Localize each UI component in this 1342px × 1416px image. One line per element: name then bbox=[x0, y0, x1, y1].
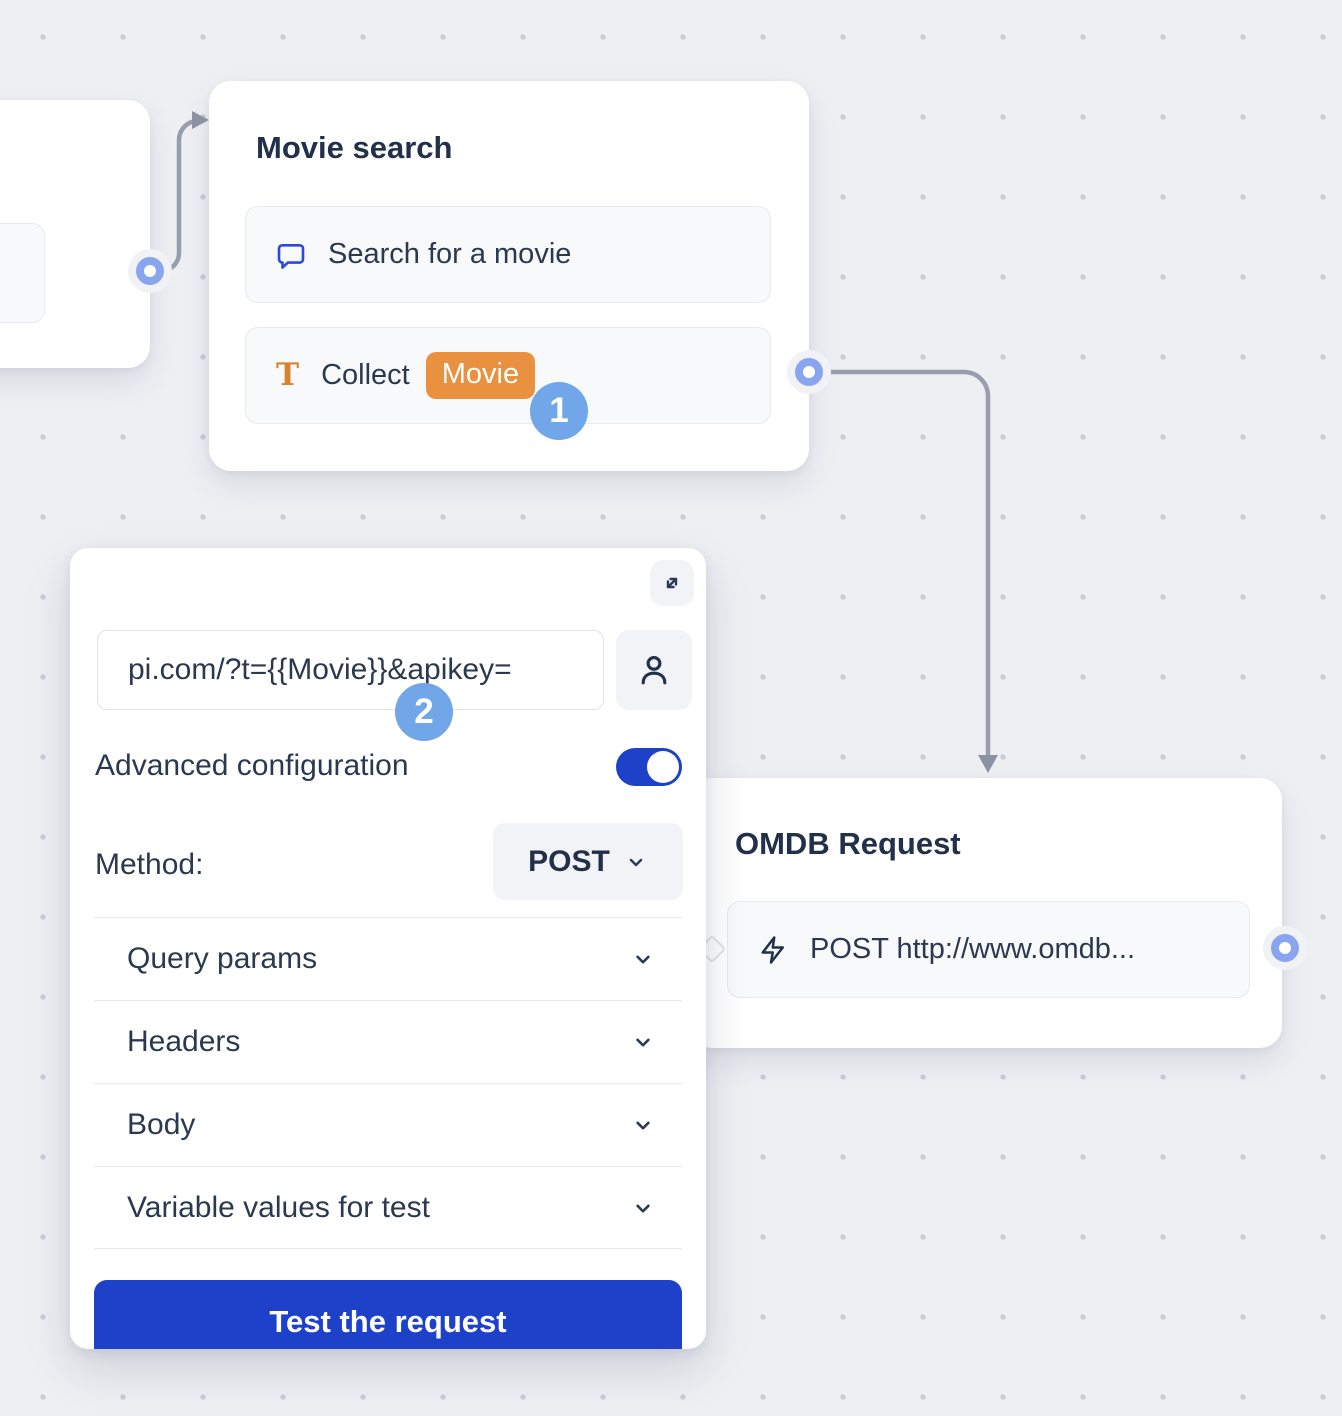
advanced-configuration-toggle[interactable] bbox=[616, 748, 682, 786]
lightning-icon bbox=[761, 935, 784, 964]
method-label: Method: bbox=[95, 848, 204, 881]
url-input[interactable] bbox=[97, 630, 604, 710]
person-button[interactable] bbox=[616, 630, 692, 710]
chevron-down-icon bbox=[636, 1204, 650, 1213]
arrowhead-right-icon bbox=[192, 111, 209, 129]
wire-movie-to-omdb bbox=[820, 369, 991, 757]
partial-node-block[interactable] bbox=[0, 223, 45, 323]
step-badge-2: 2 bbox=[395, 683, 453, 741]
chevron-down-icon bbox=[629, 858, 643, 866]
chevron-down-icon bbox=[636, 1121, 650, 1130]
wire-into-movie-search bbox=[150, 118, 202, 274]
method-select[interactable]: POST bbox=[493, 823, 683, 900]
section-label: Headers bbox=[127, 1025, 241, 1058]
block-search-for-a-movie[interactable]: Search for a movie bbox=[245, 206, 771, 303]
node-title: Movie search bbox=[256, 130, 453, 165]
section-body[interactable]: Body bbox=[94, 1083, 682, 1166]
expand-diagonal-icon bbox=[666, 577, 678, 589]
section-label: Body bbox=[127, 1108, 196, 1141]
section-headers[interactable]: Headers bbox=[94, 1000, 682, 1083]
partial-node-card[interactable] bbox=[0, 100, 150, 368]
section-label: Query params bbox=[127, 942, 318, 975]
block-label: Collect bbox=[321, 359, 410, 391]
node-card-movie-search[interactable]: Movie search Search for a movie T Collec… bbox=[209, 81, 809, 471]
chat-bubble-icon bbox=[277, 243, 305, 269]
expand-button[interactable] bbox=[650, 560, 694, 606]
advanced-configuration-label: Advanced configuration bbox=[95, 749, 409, 782]
section-variable-values[interactable]: Variable values for test bbox=[94, 1166, 682, 1249]
section-query-params[interactable]: Query params bbox=[94, 917, 682, 1000]
step-badge-1: 1 bbox=[530, 382, 588, 440]
arrowhead-down-icon bbox=[978, 755, 998, 773]
chevron-down-icon bbox=[636, 955, 650, 964]
method-value: POST bbox=[528, 844, 610, 878]
config-sections: Query params Headers Body Variable value… bbox=[94, 917, 682, 1249]
webhook-config-panel: Advanced configuration Method: POST Quer… bbox=[70, 548, 706, 1349]
block-omdb-post[interactable]: POST http://www.omdb... bbox=[727, 901, 1250, 998]
chevron-down-icon bbox=[636, 1038, 650, 1047]
block-collect-movie[interactable]: T Collect Movie bbox=[245, 327, 771, 424]
node-title: OMDB Request bbox=[735, 826, 961, 861]
person-icon bbox=[641, 655, 667, 685]
text-input-icon: T bbox=[276, 357, 300, 393]
node-card-omdb-request[interactable]: OMDB Request POST http://www.omdb... bbox=[690, 778, 1282, 1048]
section-label: Variable values for test bbox=[127, 1190, 430, 1224]
block-label: POST http://www.omdb... bbox=[810, 933, 1136, 965]
variable-chip-movie[interactable]: Movie bbox=[425, 351, 536, 400]
block-label: Search for a movie bbox=[328, 238, 572, 270]
test-request-button[interactable]: Test the request bbox=[94, 1280, 682, 1349]
